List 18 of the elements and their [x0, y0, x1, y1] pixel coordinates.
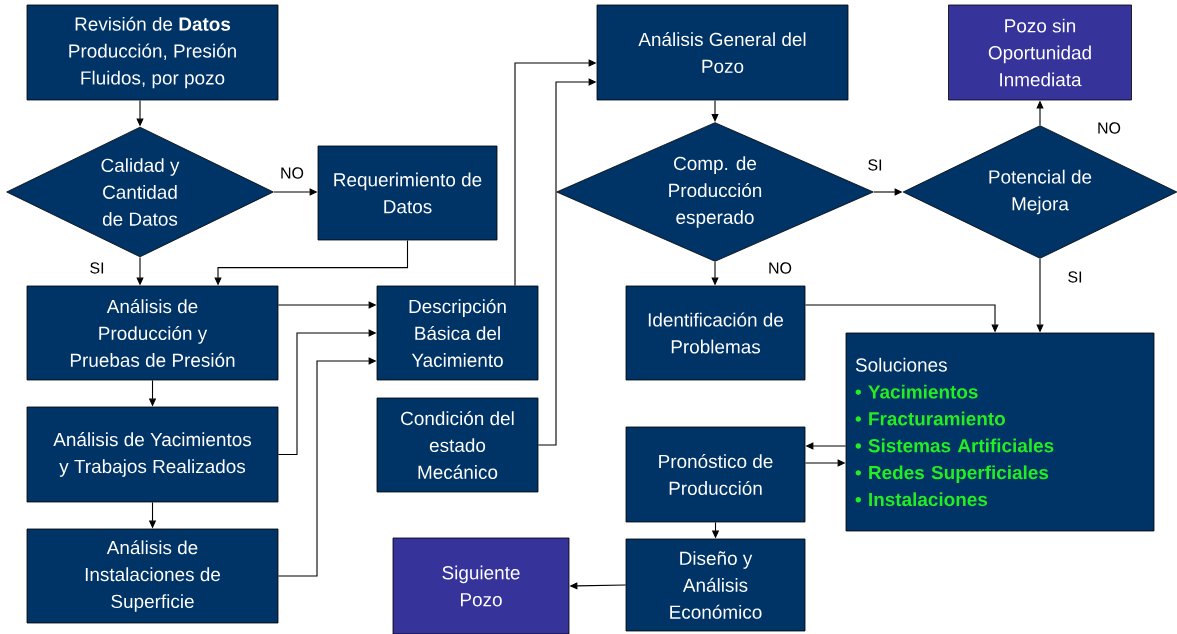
process-box: Revisión de Datos Producción, Presión Fluidos, por pozo [26, 4, 279, 101]
terminal-box: Pozo sin Oportunidad Inmediata [948, 4, 1132, 101]
process-box: Descripción Básica del Yacimiento [376, 285, 539, 381]
process-box: Pronóstico de Producción [625, 426, 806, 523]
process-box: Análisis de Yacimientos y Trabajos Realizados [26, 406, 279, 503]
process-box: Requerimiento de Datos [317, 145, 498, 241]
process-box: Condición del estado Mecánico [376, 397, 539, 493]
process-box: Identificación de Problemas [625, 285, 806, 381]
edge-label: NO [767, 261, 793, 275]
edge-label: SI [88, 261, 106, 275]
edge-label: SI [1066, 270, 1084, 284]
terminal-box: Siguiente Pozo [392, 537, 570, 634]
process-box: Análisis de Instalaciones de Superficie [26, 528, 279, 624]
edge-label: NO [279, 166, 305, 180]
process-box: Diseño y Análisis Económico [625, 538, 806, 632]
process-box: Análisis General del Pozo [596, 4, 849, 101]
process-box: Análisis de Producción y Pruebas de Presión [26, 285, 279, 381]
solutions-box: Soluciones • Yacimientos • Fracturamiento • Sistemas Artificiales • Redes Superficiales • Instalaciones [845, 332, 1155, 532]
